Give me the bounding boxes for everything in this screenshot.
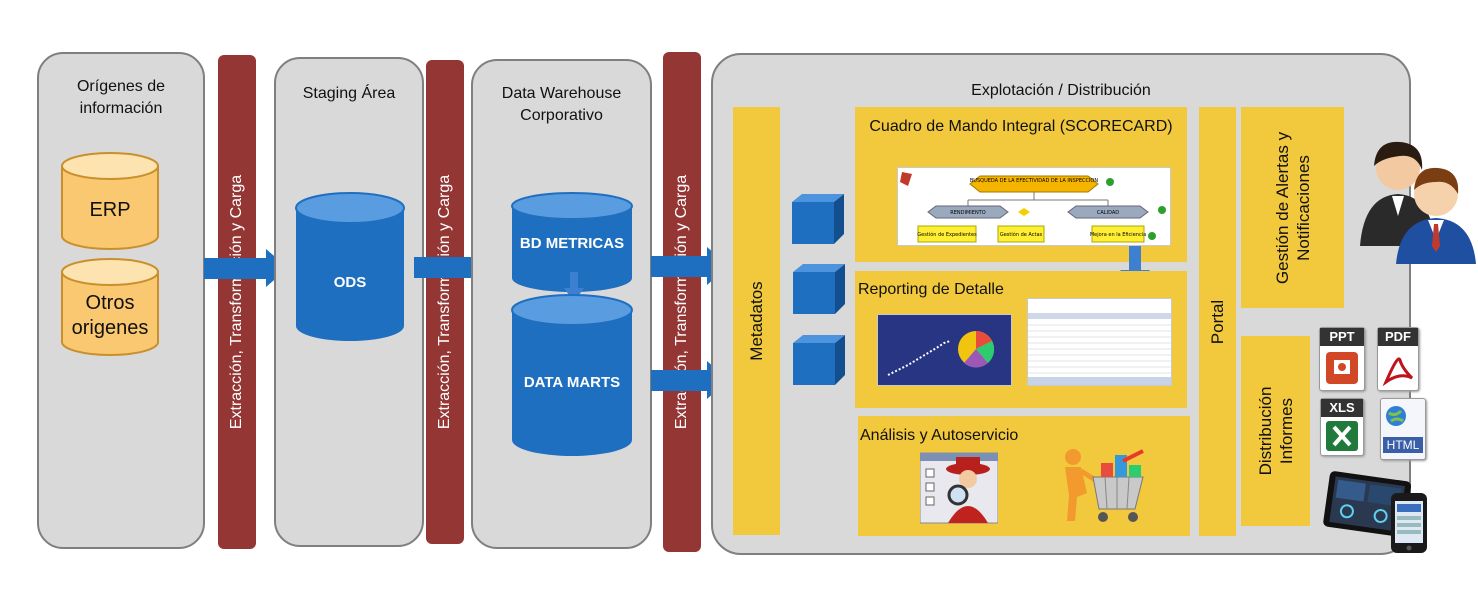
users-icon [1360,141,1476,264]
analysis-title: Análisis y Autoservicio [860,427,1019,444]
globe-icon [1386,406,1406,426]
erp-label: ERP [89,199,131,221]
xls-file-icon: XLS [1320,398,1364,456]
flow-arrow-4 [651,370,709,391]
alerts-label-line2: Notificaciones [1293,154,1313,261]
sources-title: Orígenes de información [39,76,203,120]
alerts-box: Gestión de Alertas y Notificaciones [1241,107,1344,308]
flow-arrow-2 [414,257,480,278]
metadata-bar: Metadatos [733,107,780,535]
scorecard-node-right: CALIDAD [1097,210,1119,216]
pdf-label: PDF [1378,328,1418,346]
reporting-table-thumbnail [1027,298,1172,386]
portal-bar: Portal [1199,107,1236,536]
dw-title-line2: Corporativo [520,107,603,124]
shopping-cart-icon [1065,449,1144,522]
metrics-label: BD METRICAS [519,235,625,252]
scorecard-thumbnail: BUSQUEDA DE LA EFECTIVIDAD DE LA INSPECC… [897,167,1171,246]
alerts-label-line1: Gestión de Alertas y [1272,131,1292,284]
reporting-chart-graphic [878,315,1011,385]
pdf-glyph-icon [1382,357,1414,386]
cube-icon-1 [792,194,844,244]
etl-bar-1: Extracción, Transformación y Carga [218,55,256,549]
scorecard-tree-graphic: BUSQUEDA DE LA EFECTIVIDAD DE LA INSPECC… [900,172,1166,243]
xls-glyph-icon [1326,421,1358,451]
distribution-label-line2: Informes [1276,397,1296,465]
etl-bar-2-label: Extracción, Transformación y Carga [436,174,453,430]
other-sources-label: Otros origenes [60,291,160,341]
ods-label: ODS [333,274,367,291]
cube-icon-3 [793,335,845,385]
scorecard-leaf-3: Mejora en la Eficiencia [1090,232,1146,238]
pdf-file-icon: PDF [1377,327,1419,391]
metadata-label: Metadatos [746,281,766,361]
ppt-label: PPT [1320,328,1364,346]
cube-icon-2 [793,264,845,314]
other-sources-line2: origenes [71,317,149,339]
marts-label: DATA MARTS [523,374,621,391]
analyst-icon [920,452,998,524]
distribution-box: Distribución Informes [1241,336,1310,526]
portal-label: Portal [1207,299,1227,344]
scorecard-leaf-2: Gestión de Actas [1000,231,1043,238]
dw-title: Data Warehouse Corporativo [473,83,650,127]
sources-title-line1: Orígenes de [76,78,166,95]
erp-cylinder [61,152,159,250]
html-file-icon: HTML [1380,398,1426,460]
sources-title-line2: información [79,100,163,117]
exploitation-title: Explotación / Distribución [971,82,1151,99]
etl-bar-1-label: Extracción, Transformación y Carga [228,174,245,430]
reporting-chart-thumbnail [877,314,1012,386]
marts-cylinder [511,294,633,456]
etl-bar-3: Extracción, Transformación y Carga [663,52,701,552]
scorecard-leaf-1: Gestión de Expedientes [917,231,977,238]
reporting-title: Reporting de Detalle [858,281,1004,298]
tablet-device-icon [1323,471,1411,537]
smartphone-device-icon [1391,493,1427,553]
scorecard-node-left: RENDIMIENTO [950,210,985,216]
scorecard-node-top: BUSQUEDA DE LA EFECTIVIDAD DE LA INSPECC… [970,178,1098,184]
ppt-file-icon: PPT [1319,327,1365,391]
etl-bar-2: Extracción, Transformación y Carga [426,60,464,544]
reporting-table-graphic [1028,299,1171,385]
scorecard-title: Cuadro de Mando Integral (SCORECARD) [869,118,1173,135]
xls-label: XLS [1321,399,1363,417]
distribution-label-line1: Distribución [1255,386,1275,476]
other-sources-cylinder [61,258,159,356]
ppt-glyph-icon [1326,352,1358,384]
html-label: HTML [1383,437,1423,453]
other-sources-line1: Otros [85,292,135,314]
ods-cylinder [295,192,405,341]
etl-bar-3-label: Extracción, Transformación y Carga [673,174,690,430]
dw-title-line1: Data Warehouse [501,85,622,102]
staging-title: Staging Área [302,85,396,102]
flow-arrow-1 [204,258,268,279]
alerts-label: Gestión de Alertas y Notificaciones [1272,131,1314,283]
flow-arrow-3 [651,256,709,277]
distribution-label: Distribución Informes [1255,387,1297,476]
